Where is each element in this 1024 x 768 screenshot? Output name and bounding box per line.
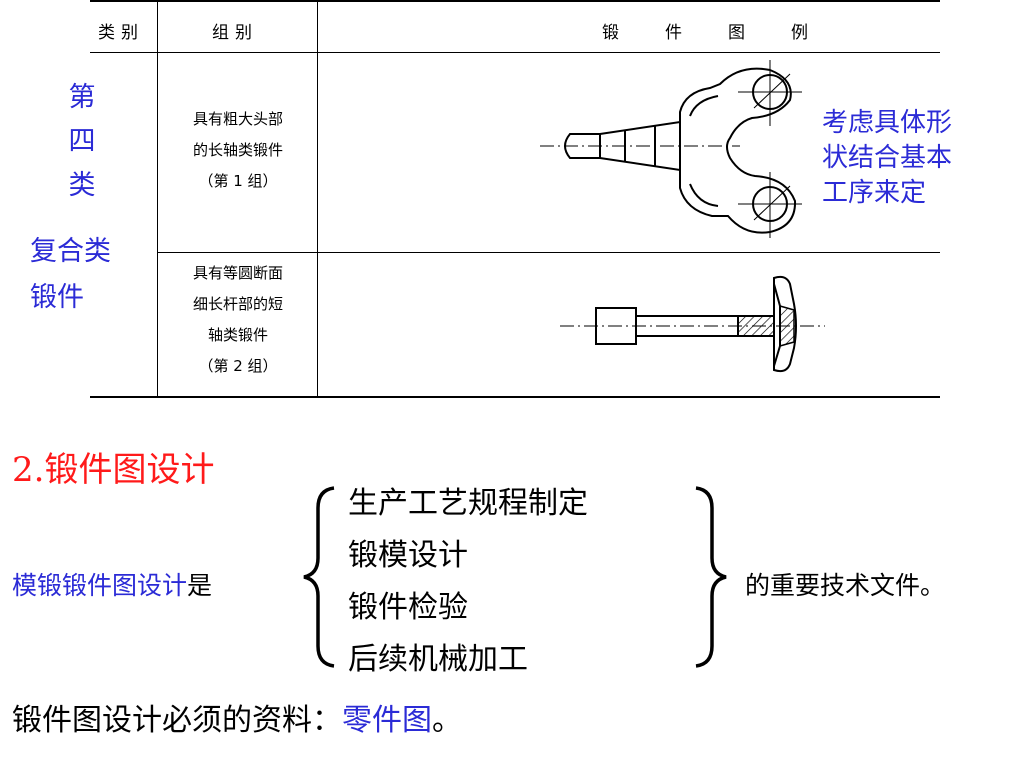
table-header-rule	[90, 52, 940, 53]
group-line: 轴类锻件	[207, 326, 268, 344]
design-note: 考虑具体形 状结合基本 工序来定	[822, 106, 952, 211]
category-char: 类	[68, 170, 96, 201]
forging-drawing-1	[540, 60, 802, 238]
requirement-prefix: 锻件图设计必须的资料：	[12, 703, 342, 738]
purpose-item: 生产工艺规程制定	[348, 486, 588, 521]
group-line: （第 2 组）	[198, 357, 278, 375]
group-line: 具有等圆断面	[192, 264, 283, 282]
intro-suffix: 的重要技术文件。	[745, 571, 946, 600]
group-line: 的长轴类锻件	[192, 141, 283, 159]
table-row-rule	[158, 252, 940, 253]
category-name-line: 复合类	[30, 236, 111, 267]
note-line: 状结合基本	[822, 143, 953, 173]
group-line: 具有粗大头部	[192, 110, 283, 128]
note-line: 考虑具体形	[822, 108, 953, 138]
intro-sentence: 模锻锻件图设计是	[12, 566, 212, 602]
purpose-item: 后续机械加工	[348, 642, 528, 677]
header-group: 组别	[212, 23, 258, 43]
section-title: 2.锻件图设计	[12, 450, 215, 490]
requirement-end: 。	[432, 703, 462, 738]
group-1-text: 具有粗大头部 的长轴类锻件 （第 1 组）	[160, 104, 316, 197]
intro-tail: 是	[187, 571, 213, 600]
category-label: 第 四 类	[60, 76, 104, 208]
category-name: 复合类 锻件	[30, 229, 111, 321]
group-line: （第 1 组）	[198, 172, 278, 190]
table-bottom-rule	[90, 396, 940, 398]
left-brace	[303, 486, 335, 668]
table-col-rule-2	[317, 0, 318, 398]
category-char: 第	[68, 82, 96, 113]
category-name-line: 锻件	[30, 282, 84, 313]
category-char: 四	[68, 126, 96, 157]
requirement-sentence: 锻件图设计必须的资料：零件图。	[12, 695, 462, 739]
requirement-highlight: 零件图	[342, 703, 432, 738]
group-line: 细长杆部的短	[192, 295, 283, 313]
table-top-rule	[90, 0, 940, 2]
purpose-item: 锻模设计	[348, 538, 468, 573]
forging-drawing-2	[560, 275, 825, 373]
table-col-rule-1	[157, 0, 158, 398]
purpose-list: 生产工艺规程制定 锻模设计 锻件检验 后续机械加工	[348, 478, 588, 686]
intro-highlight: 模锻锻件图设计	[12, 571, 188, 600]
header-example: 锻件图例	[602, 23, 854, 43]
group-2-text: 具有等圆断面 细长杆部的短 轴类锻件 （第 2 组）	[160, 258, 316, 382]
header-category: 类别	[98, 23, 144, 43]
right-brace	[695, 486, 727, 668]
note-line: 工序来定	[822, 178, 927, 208]
purpose-item: 锻件检验	[348, 590, 468, 625]
